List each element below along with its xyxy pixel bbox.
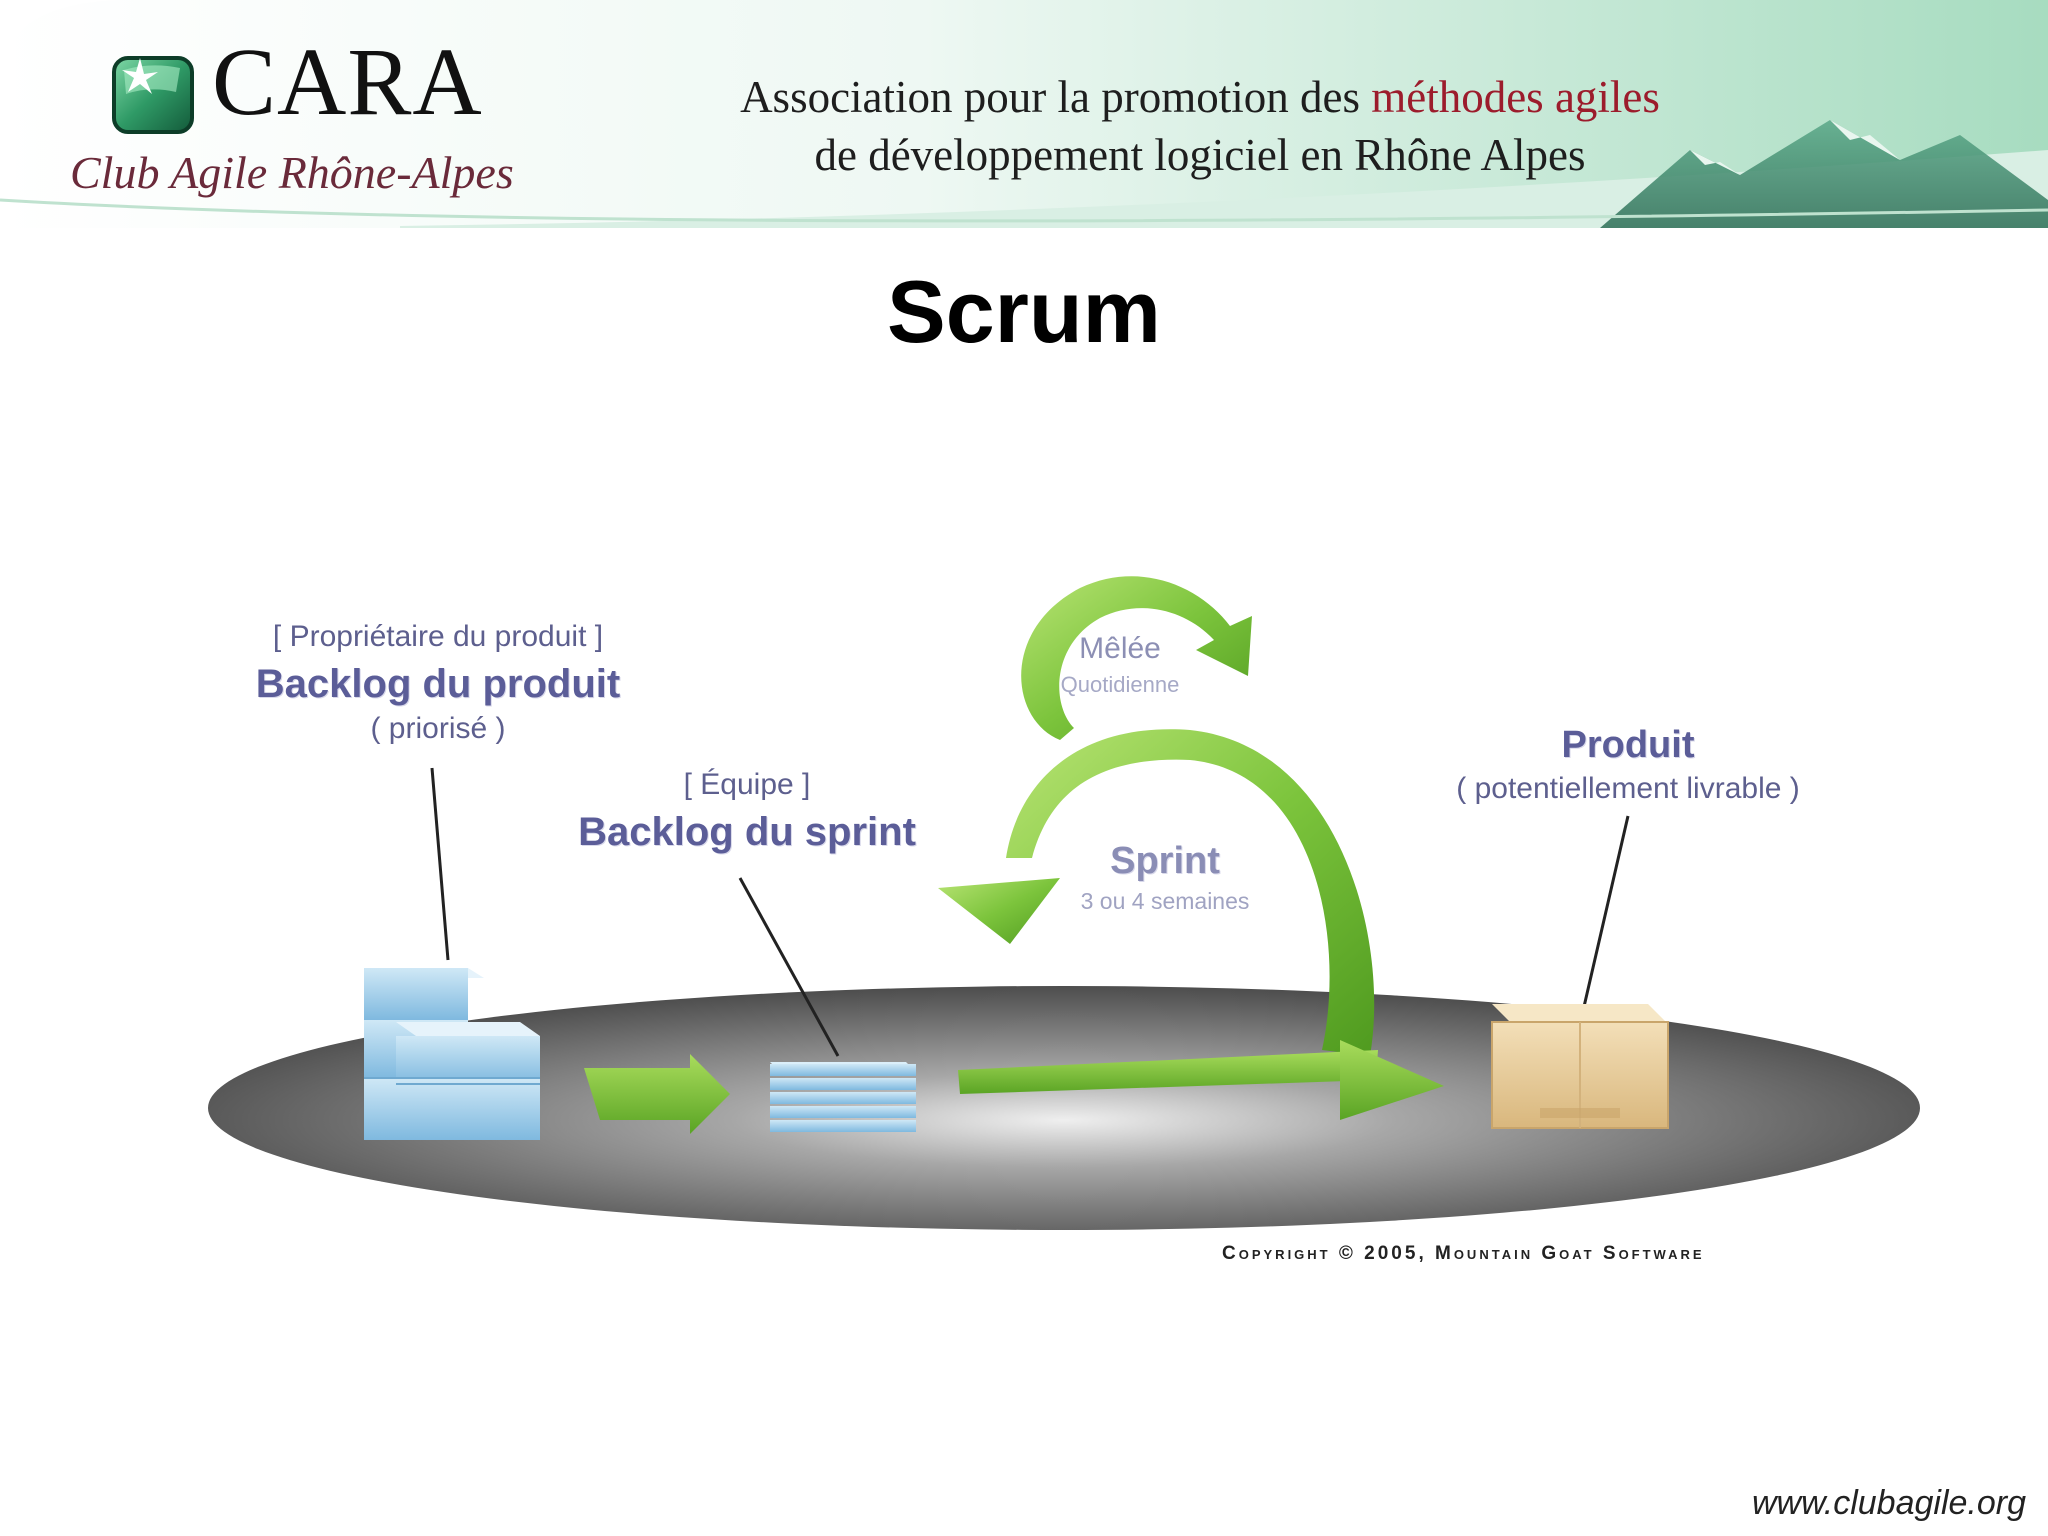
footer-website: www.clubagile.org <box>1751 1484 2026 1522</box>
product-owner-role: [ Propriétaire du produit ] <box>272 620 604 653</box>
sprint-backlog-sheets <box>770 1062 916 1132</box>
sprint-backlog-label: Backlog du sprint <box>578 810 916 854</box>
product-backlog-blocks <box>364 968 540 1140</box>
daily-scrum-note: Quotidienne <box>1060 672 1180 697</box>
product-label: Produit <box>1561 724 1695 766</box>
pointer-line-product-backlog <box>430 767 450 961</box>
header-tagline: Association pour la promotion des méthod… <box>640 68 1760 184</box>
product-backlog-note: ( priorisé ) <box>370 712 506 745</box>
copyright-notice: Copyright © 2005, Mountain Goat Software <box>1222 1243 1705 1264</box>
sprint-duration: 3 ou 4 semaines <box>1080 888 1250 914</box>
pointer-line-product <box>1578 815 1630 1025</box>
arrow-to-sprint-backlog <box>584 1054 730 1134</box>
logo-title: CARA <box>212 28 483 135</box>
header-banner: CARA Club Agile Rhône-Alpes Association … <box>0 0 2048 228</box>
slide-title: Scrum <box>887 262 1161 361</box>
cara-logo-icon <box>112 56 194 134</box>
product-box <box>1491 1004 1669 1129</box>
sprint-label: Sprint <box>1110 840 1220 882</box>
tagline-highlight: méthodes agiles <box>1371 72 1660 122</box>
tagline-line2: de développement logiciel en Rhône Alpes <box>814 130 1586 180</box>
team-role: [ Équipe ] <box>683 768 811 801</box>
banner-background <box>0 0 2048 228</box>
sprint-cycle-arrow <box>938 729 1444 1120</box>
logo-subtitle: Club Agile Rhône-Alpes <box>70 147 514 198</box>
scrum-diagram-graphic <box>208 576 1920 1230</box>
tagline-text: Association pour la promotion des <box>740 72 1372 122</box>
product-note: ( potentiellement livrable ) <box>1456 772 1800 805</box>
daily-scrum-label: Mêlée <box>1079 632 1161 665</box>
pointer-line-sprint-backlog <box>738 877 840 1057</box>
scrum-diagram: [ Propriétaire du produit ] Backlog du p… <box>0 560 2048 1320</box>
daily-scrum-arrow <box>1021 576 1252 740</box>
product-backlog-label: Backlog du produit <box>255 662 621 706</box>
